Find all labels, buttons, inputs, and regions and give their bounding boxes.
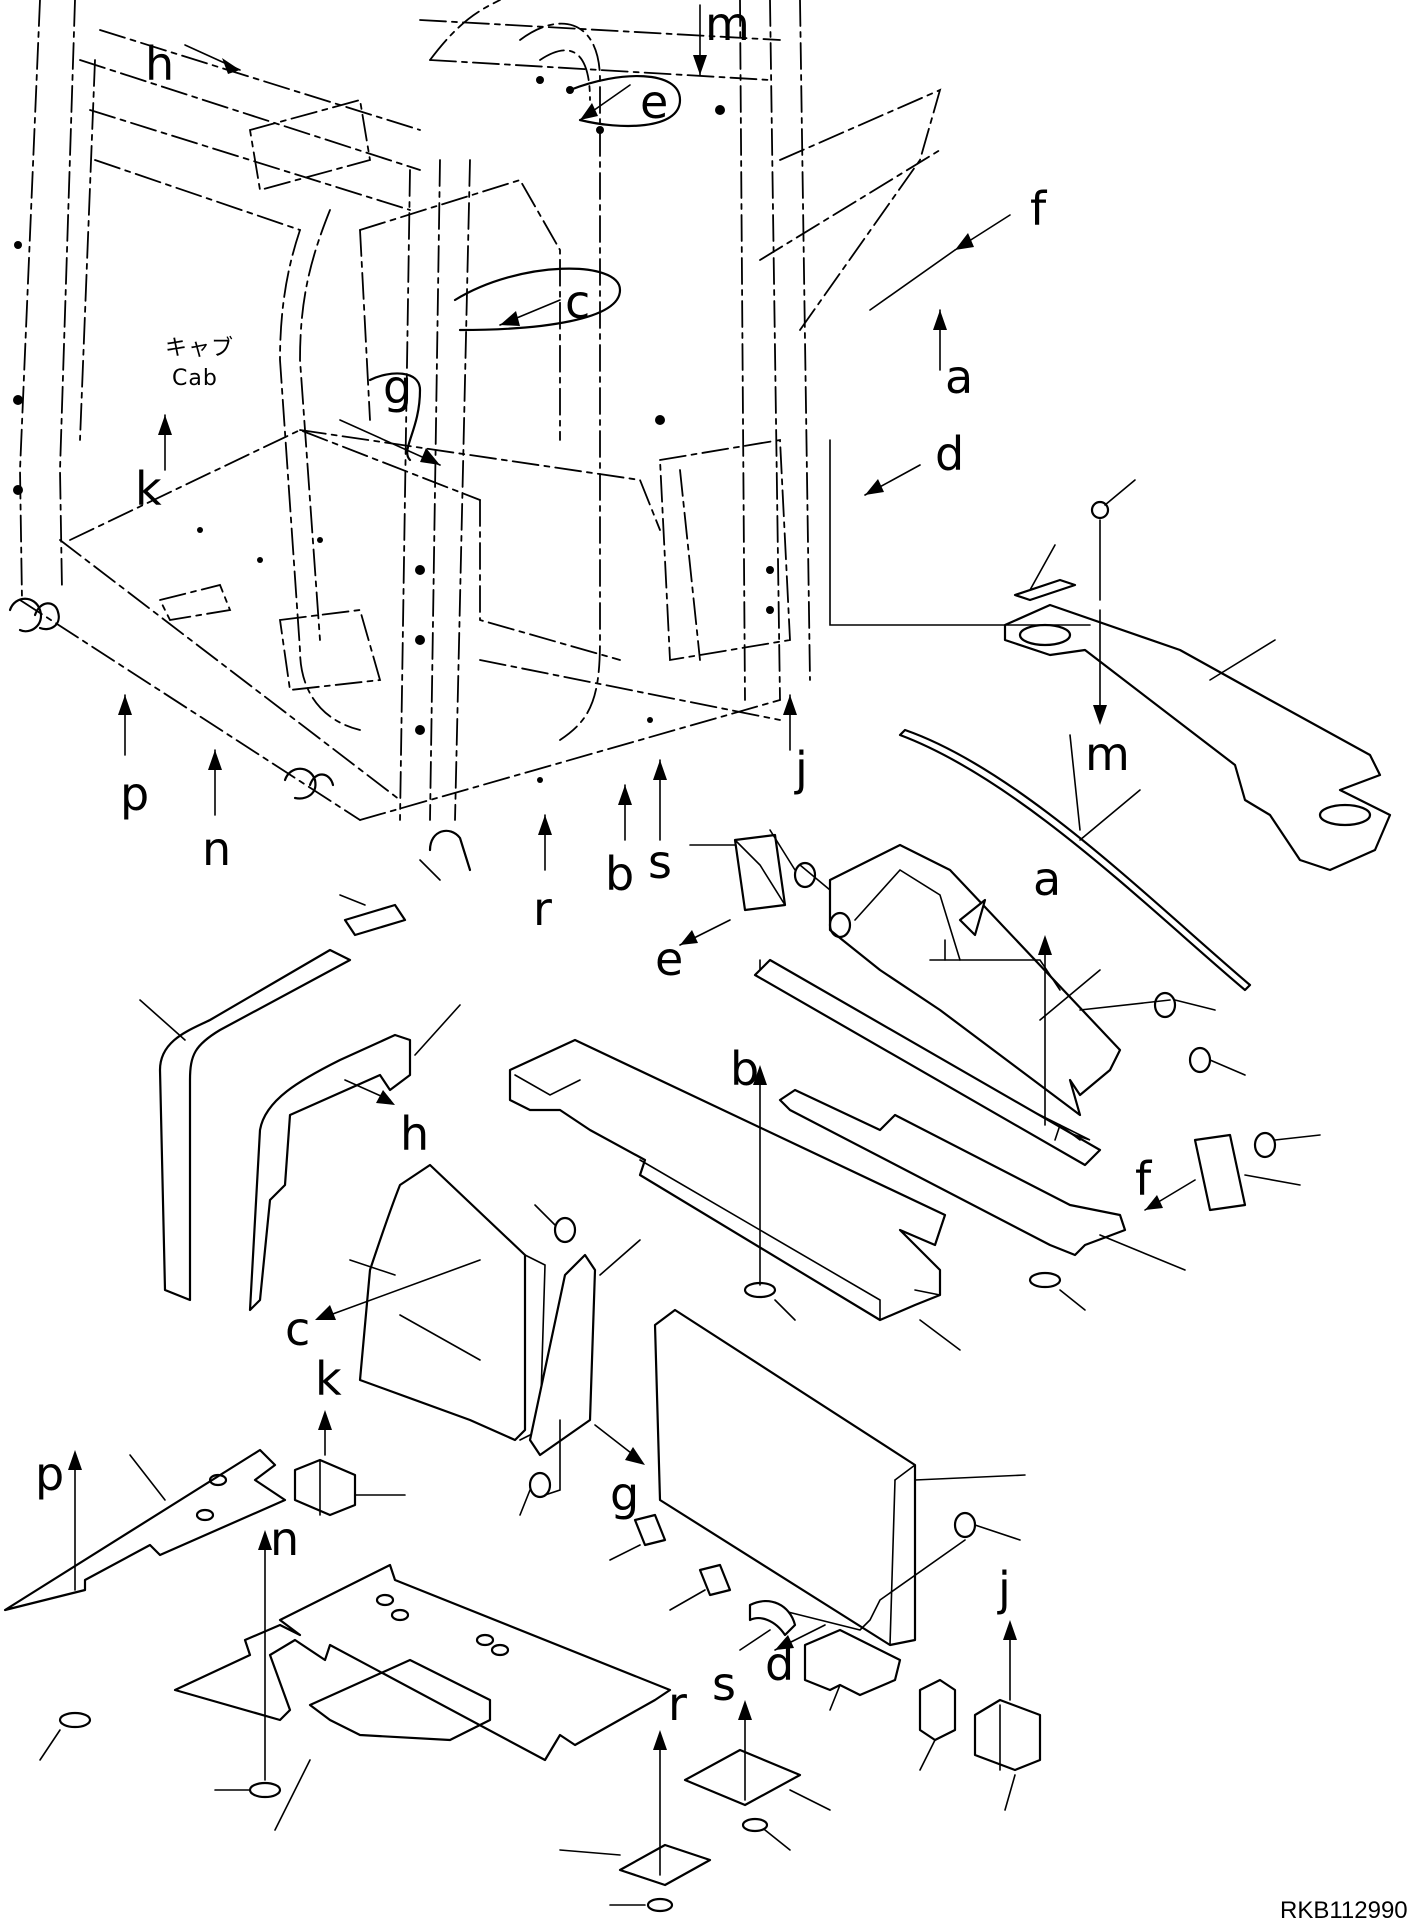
callout-n-part: n [270,1512,299,1566]
callout-a-part: a [1033,852,1061,906]
callout-s-top: s [648,835,672,889]
cab-label-jp: キャブ [165,336,234,361]
callout-h-part: h [400,1107,429,1161]
callout-e-top: e [640,75,668,129]
callout-h-top: h [145,37,174,91]
callout-d-top: d [935,427,964,481]
callout-m-top: m [705,0,750,51]
callout-d-part: d [765,1637,794,1691]
cab-frame [8,0,942,881]
callout-r-top: r [533,882,552,936]
callout-k-part: k [315,1352,342,1406]
callout-b-part: b [730,1042,759,1096]
callout-c-part: c [285,1302,310,1356]
callout-n-top: n [202,822,231,876]
callout-arrows: h m e f c a g k d p n r b [118,0,1048,936]
cab-label-en: Cab [172,366,218,391]
callout-k-top: k [135,462,162,516]
callout-b-top: b [605,847,634,901]
callout-g-top: g [383,360,412,414]
callout-c-top: c [565,275,590,329]
callout-j-top: j [794,742,808,796]
exploded-parts: m e a [3,439,1392,1913]
callout-g-part: g [610,1467,639,1521]
callout-f-top: f [1030,182,1048,236]
callout-e-part: e [655,932,683,986]
callout-r-part: r [668,1677,687,1731]
callout-p-top: p [120,767,149,821]
drawing-code: RKB112990 [1280,1897,1408,1924]
callout-a-top: a [945,350,973,404]
callout-f-part: f [1135,1152,1153,1206]
callout-m-part: m [1085,727,1130,781]
callout-j-part: j [997,1562,1011,1616]
callout-p-part: p [35,1447,64,1501]
callout-s-part: s [712,1657,736,1711]
